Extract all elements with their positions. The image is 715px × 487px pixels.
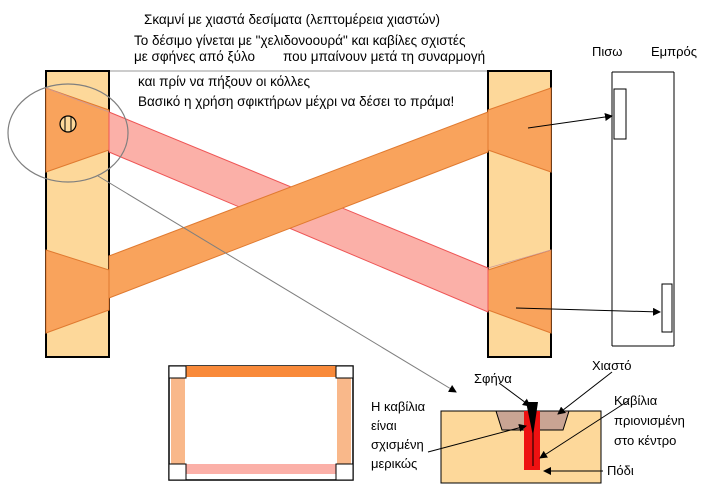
note-line-2: Το δέσιμο γίνεται με "χελιδονοουρά" και … bbox=[134, 33, 466, 48]
split-dowel-label-4: μερικώς bbox=[371, 456, 417, 471]
back-label: Πισω bbox=[592, 44, 622, 59]
note-line-3b: που μπαίνουν μετά τη συναρμογή bbox=[283, 49, 485, 64]
wedge-label: Σφήνα bbox=[474, 371, 512, 386]
frame-right-rail bbox=[337, 378, 351, 464]
cross-arrow bbox=[557, 371, 613, 415]
frame-top-view bbox=[168, 365, 354, 481]
frame-top-rail bbox=[186, 366, 336, 377]
note-line-4: και πρίν να πήξουν οι κόλλες bbox=[138, 74, 310, 89]
sawn-dowel-label-2: πριονισμένη bbox=[614, 413, 685, 428]
cross-label: Χιαστό bbox=[592, 358, 631, 373]
split-dowel-label-2: είναι bbox=[371, 418, 397, 433]
frame-corner-post bbox=[168, 365, 187, 379]
frame-corner-post bbox=[168, 463, 187, 481]
front-joint-arrow bbox=[515, 307, 661, 316]
wedge-arrow bbox=[498, 382, 531, 407]
sawn-dowel-label-1: Καβίλια bbox=[614, 393, 658, 408]
front-label: Εμπρός bbox=[651, 44, 697, 59]
magnifier-pointer-arrow bbox=[97, 175, 457, 393]
dowel-icon bbox=[59, 115, 77, 133]
sawn-dowel-label-3: στο κέντρο bbox=[614, 433, 676, 448]
frame-left-rail bbox=[171, 378, 185, 464]
split-dowel-arrow bbox=[427, 423, 527, 453]
back-joint-arrow bbox=[527, 113, 613, 129]
guide-line bbox=[487, 249, 552, 269]
sawn-dowel-arrow bbox=[539, 400, 629, 459]
note-line-5: Βασικό η χρήση σφικτήρων μέχρι να δέσει … bbox=[138, 94, 454, 109]
frame-corner-post bbox=[335, 365, 354, 379]
side-view-front-joint bbox=[661, 283, 673, 333]
note-line-3a: με σφήνες από ξύλο bbox=[134, 49, 255, 64]
side-view-back-joint bbox=[613, 88, 627, 140]
split-dowel-label-3: σχισμένη bbox=[371, 437, 424, 452]
detail-magnifier-circle bbox=[7, 83, 129, 183]
guide-line bbox=[45, 87, 110, 113]
orange-cross-bar bbox=[108, 111, 489, 299]
wedge-icon bbox=[526, 402, 538, 436]
split-dowel bbox=[524, 411, 540, 470]
frame-bottom-rail bbox=[186, 464, 336, 474]
leg-label: Πόδι bbox=[607, 463, 634, 478]
split-dowel-label-1: Η καβίλια bbox=[371, 399, 426, 414]
left-bottom-dovetail bbox=[45, 249, 110, 334]
note-title: Σκαμνί με χιαστά δεσίματα (λεπτομέρεια χ… bbox=[144, 12, 440, 27]
frame-corner-post bbox=[335, 463, 354, 481]
